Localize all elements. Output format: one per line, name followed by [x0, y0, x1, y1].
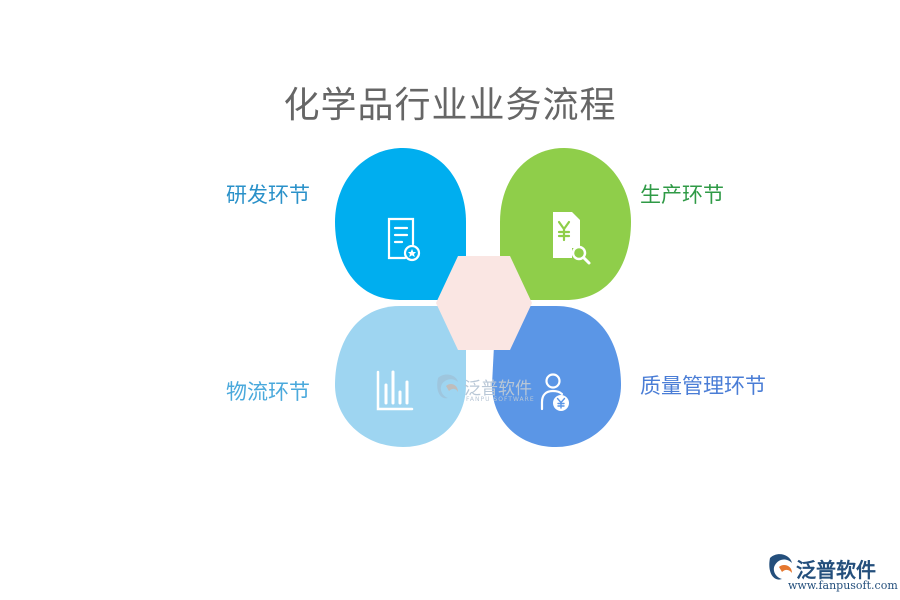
- label-production: 生产环节: [640, 183, 724, 207]
- brand-name: 泛普软件: [796, 558, 876, 582]
- watermark-sub: FANPU SOFTWARE: [466, 396, 535, 403]
- petal-logistics: [335, 306, 466, 447]
- center-hexagon: [436, 256, 532, 350]
- yen-document-search-icon: [553, 212, 591, 265]
- page-title: 化学品行业业务流程: [283, 85, 617, 126]
- bar-chart-icon: [376, 370, 414, 411]
- label-logistics: 物流环节: [226, 380, 310, 404]
- label-quality: 质量管理环节: [640, 374, 766, 398]
- user-yen-icon: [540, 373, 569, 411]
- brand-logo-icon: [769, 554, 792, 580]
- petal-rd: [335, 148, 466, 300]
- watermark-name: 泛普软件: [464, 379, 532, 399]
- label-rd: 研发环节: [226, 183, 310, 207]
- watermark-logo-icon: [437, 374, 458, 399]
- brand-url: www.fanpusoft.com: [788, 579, 898, 592]
- document-star-icon: [387, 217, 421, 262]
